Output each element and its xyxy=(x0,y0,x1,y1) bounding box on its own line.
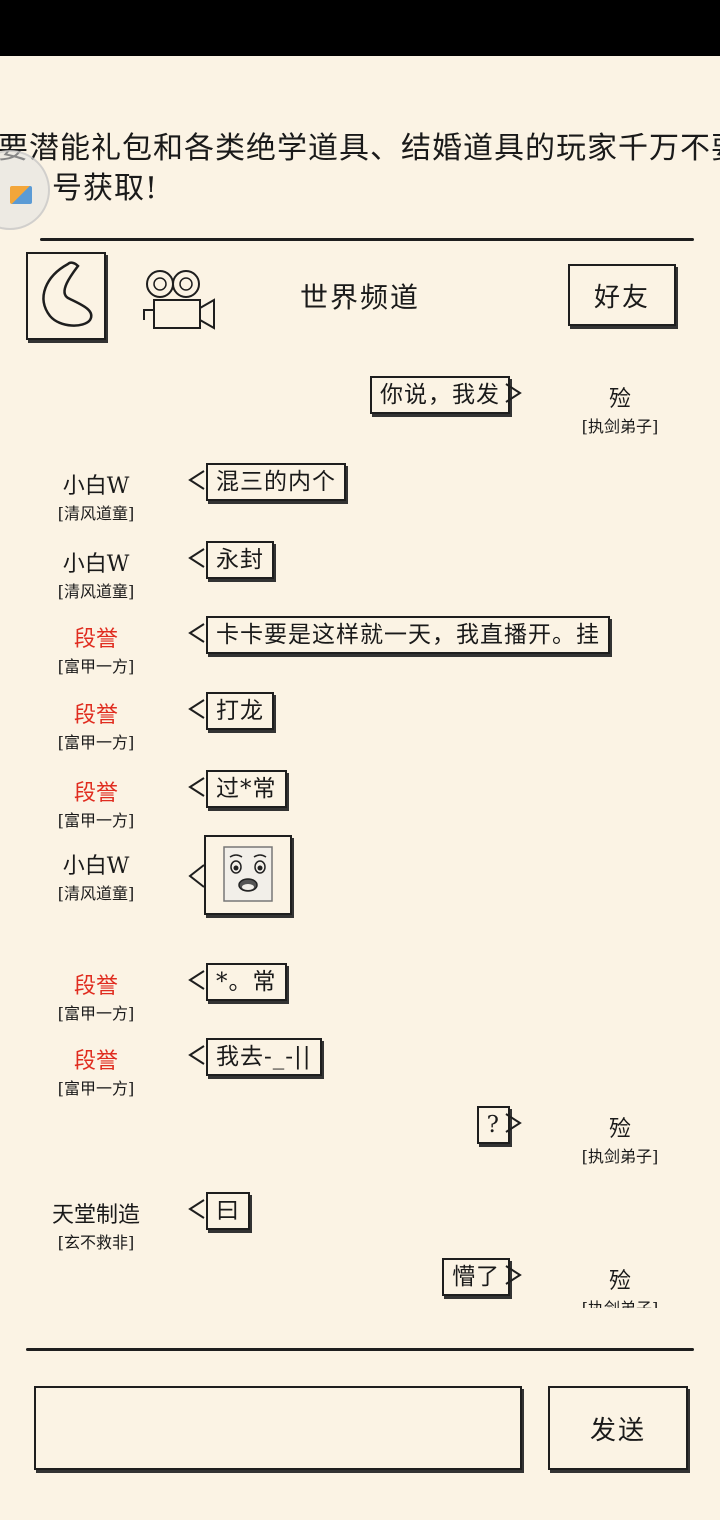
chat-message: 段誉 [富甲一方] 卡卡要是这样就一天，我直播开。挂 xyxy=(0,616,720,676)
username[interactable]: 殓 xyxy=(608,1117,631,1142)
username[interactable]: 天堂制造 xyxy=(51,1203,140,1228)
chat-message-list[interactable]: 你说，我发 殓 [执剑弟子] 小白W [清风道童] 混三的内个 小白W [清风道… xyxy=(0,340,720,1308)
username[interactable]: 小白W xyxy=(62,854,130,879)
top-divider xyxy=(40,238,694,241)
back-arrow-icon xyxy=(42,261,93,327)
sticker-bubble[interactable] xyxy=(204,835,292,915)
bubble-arrow-icon xyxy=(188,470,205,490)
movie-camera-icon xyxy=(143,270,215,330)
bubble-arrow-icon xyxy=(505,1113,522,1133)
chat-message: 天堂制造 [玄不救非] 曰 xyxy=(0,1192,720,1252)
user-title: [富甲一方] xyxy=(57,811,135,830)
username[interactable]: 小白W xyxy=(62,552,130,577)
username[interactable]: 段誉 xyxy=(73,1049,118,1074)
assistant-logo-icon xyxy=(10,186,32,204)
username[interactable]: 殓 xyxy=(608,1269,631,1294)
message-bubble[interactable]: 打龙 xyxy=(206,692,274,730)
bubble-arrow-icon xyxy=(188,1045,205,1065)
username[interactable]: 段誉 xyxy=(73,974,118,999)
user-title: [清风道童] xyxy=(57,504,135,523)
bubble-arrow-icon xyxy=(188,623,205,643)
chat-message: 段誉 [富甲一方] *。常 xyxy=(0,963,720,1023)
user-title: [富甲一方] xyxy=(57,657,135,676)
username[interactable]: 段誉 xyxy=(73,703,118,728)
user-title: [执剑弟子] xyxy=(550,1298,690,1308)
chat-message: 小白W [清风道童] 混三的内个 xyxy=(0,463,720,523)
message-bubble[interactable]: 懵了 xyxy=(442,1258,510,1296)
back-button[interactable] xyxy=(26,252,106,340)
username[interactable]: 段誉 xyxy=(73,627,118,652)
user-title: [清风道童] xyxy=(57,884,135,903)
bubble-arrow-icon xyxy=(188,777,205,797)
bubble-arrow-icon xyxy=(188,970,205,990)
message-bubble[interactable]: *。常 xyxy=(206,963,287,1001)
bubble-arrow-icon xyxy=(188,699,205,719)
username[interactable]: 段誉 xyxy=(73,781,118,806)
message-bubble[interactable]: 过*常 xyxy=(206,770,287,808)
user-title: [执剑弟子] xyxy=(581,1147,659,1166)
user-title: [玄不救非] xyxy=(57,1233,135,1252)
status-bar xyxy=(0,0,720,56)
send-button[interactable]: 发送 xyxy=(548,1386,688,1470)
user-title: [富甲一方] xyxy=(57,1079,135,1098)
channel-title: 世界频道 xyxy=(300,281,421,314)
message-bubble[interactable]: 曰 xyxy=(206,1192,250,1230)
username[interactable]: 小白W xyxy=(62,474,130,499)
message-bubble[interactable]: 永封 xyxy=(206,541,274,579)
chat-message: 懵了 殓 [执剑弟子] xyxy=(0,1258,720,1308)
chat-message: 你说，我发 殓 [执剑弟子] xyxy=(0,376,720,436)
message-bubble[interactable]: 混三的内个 xyxy=(206,463,346,501)
message-bubble[interactable]: 我去-_-|| xyxy=(206,1038,322,1076)
bubble-arrow-icon xyxy=(505,1265,522,1285)
user-title: [富甲一方] xyxy=(57,733,135,752)
surprised-face-sticker-icon xyxy=(223,846,273,902)
user-title: [富甲一方] xyxy=(57,1004,135,1023)
username[interactable]: 殓 xyxy=(608,387,631,412)
chat-message: 小白W [清风道童] xyxy=(0,835,720,915)
message-bubble[interactable]: 卡卡要是这样就一天，我直播开。挂 xyxy=(206,616,610,654)
notice-line-1: 要潜能礼包和各类绝学道具、结婚道具的玩家千万不要错 xyxy=(0,131,720,166)
user-title: [执剑弟子] xyxy=(581,417,659,436)
message-bubble[interactable]: ? xyxy=(476,1106,510,1144)
chat-message: 小白W [清风道童] 永封 xyxy=(0,541,720,601)
chat-message: ? 殓 [执剑弟子] xyxy=(0,1106,720,1166)
notice-line-2: 号获取! xyxy=(52,171,159,206)
friends-button[interactable]: 好友 xyxy=(568,264,676,326)
user-title: [清风道童] xyxy=(57,582,135,601)
chat-input[interactable] xyxy=(34,1386,522,1470)
bubble-arrow-icon xyxy=(188,1199,205,1219)
chat-message: 段誉 [富甲一方] 打龙 xyxy=(0,692,720,752)
bottom-divider xyxy=(26,1348,694,1351)
bubble-arrow-icon xyxy=(505,383,522,403)
bubble-arrow-icon xyxy=(188,864,205,888)
message-bubble[interactable]: 你说，我发 xyxy=(370,376,510,414)
chat-message: 段誉 [富甲一方] 我去-_-|| xyxy=(0,1038,720,1098)
system-notice-banner: 要潜能礼包和各类绝学道具、结婚道具的玩家千万不要错 号获取! xyxy=(0,128,720,228)
bubble-arrow-icon xyxy=(188,548,205,568)
chat-message: 段誉 [富甲一方] 过*常 xyxy=(0,770,720,830)
